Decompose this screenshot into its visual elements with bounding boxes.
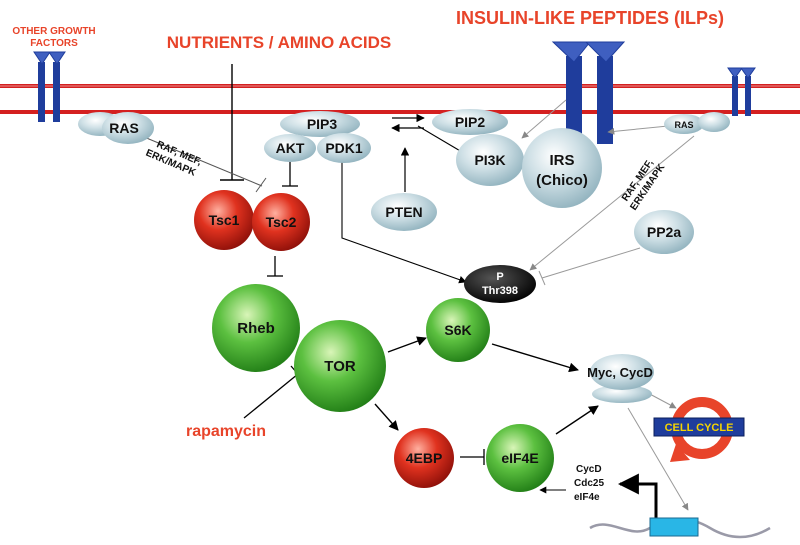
cell-membrane (0, 84, 800, 114)
cell-cycle-box (653, 417, 745, 437)
node-pp2a: PP2a (634, 210, 694, 254)
label-pip3: PIP3 (307, 116, 338, 132)
node-eif4e: eIF4E (486, 424, 554, 492)
label-myc-cycd: Myc, CycD (587, 365, 653, 380)
edge-rapamycin-tor (243, 373, 299, 419)
node-tsc1: Tsc1 (194, 190, 254, 250)
label-other-growth-factors-2: FACTORS (30, 38, 78, 49)
edges (131, 64, 695, 520)
label-pip2: PIP2 (455, 114, 486, 130)
node-akt: AKT (264, 134, 316, 162)
label-s6k: S6K (444, 322, 471, 338)
node-myc-cycd: Myc, CycD (587, 354, 654, 403)
edge-pdk1-thr398 (341, 160, 467, 284)
label-eif4e: eIF4E (501, 450, 538, 466)
label-raf-left: RAF, MEF, ERK/MAPK (144, 139, 203, 179)
edge-pp2a-thr398 (541, 247, 641, 279)
edge-ras-tsc2-bar (255, 177, 267, 193)
label-rheb: Rheb (237, 320, 275, 337)
node-tsc2: Tsc2 (252, 193, 310, 251)
edge-pp2a-thr398-bar (538, 270, 546, 286)
cell-cycle-symbol: CELL CYCLE (653, 397, 745, 462)
label-4ebp: 4EBP (406, 450, 443, 466)
cell-cycle-arrow-icon (670, 444, 690, 462)
dna-gene-box (649, 517, 699, 537)
label-rapamycin: rapamycin (186, 423, 266, 440)
label-pp2a: PP2a (647, 224, 681, 240)
label-pten: PTEN (385, 204, 422, 220)
node-rheb: Rheb (212, 284, 300, 372)
label-ras-right: RAS (674, 120, 693, 130)
dna (589, 517, 771, 539)
label-irs-2: (Chico) (536, 172, 588, 189)
edge-myc-gene (627, 407, 689, 511)
label-target-eif4e: eIF4e (574, 492, 600, 503)
label-thr398: Thr398 (482, 285, 518, 297)
label-akt: AKT (276, 140, 305, 156)
node-pi3k: PI3K (456, 134, 524, 186)
node-irs: IRS (Chico) (522, 128, 602, 208)
label-insulin-like-peptides: INSULIN-LIKE PEPTIDES (ILPs) (456, 8, 724, 28)
label-cell-cycle: CELL CYCLE (665, 422, 734, 434)
label-target-cdc25: Cdc25 (574, 478, 604, 489)
edge-receptor-pi3k (521, 99, 567, 139)
label-other-growth-factors-1: OTHER GROWTH (12, 26, 95, 37)
label-target-cycd: CycD (576, 464, 602, 475)
edge-tor-s6k (387, 336, 427, 353)
label-irs-1: IRS (549, 152, 574, 169)
node-pdk1: PDK1 (317, 133, 371, 163)
label-pi3k: PI3K (474, 152, 505, 168)
edge-ras-tsc2 (131, 131, 263, 187)
receptor-other-growth-factors (33, 51, 66, 122)
edge-s6k-myc (491, 343, 579, 373)
edge-tor-4ebp (374, 403, 399, 431)
node-pip3: PIP3 (280, 111, 360, 137)
node-thr398: P Thr398 (464, 265, 536, 303)
receptor-insulin (551, 41, 626, 144)
label-nutrients: NUTRIENTS / AMINO ACIDS (167, 33, 391, 52)
edge-pi3k-pip (417, 125, 463, 153)
edge-ras-right-thr398 (529, 135, 695, 271)
label-pdk1: PDK1 (325, 140, 363, 156)
node-s6k: S6K (426, 298, 490, 362)
receptor-right (727, 67, 756, 116)
node-tor: TOR (294, 320, 386, 412)
node-pip2: PIP2 (432, 109, 508, 135)
gene-promoter-arrow (617, 473, 658, 520)
label-tsc1: Tsc1 (209, 212, 240, 228)
node-pten: PTEN (371, 193, 437, 231)
node-ras-left: RAS (78, 112, 154, 144)
label-tor: TOR (324, 358, 356, 375)
node-4ebp: 4EBP (394, 428, 454, 488)
label-tsc2: Tsc2 (266, 214, 297, 230)
edge-eif4e-myc (555, 405, 599, 435)
label-ras-left: RAS (109, 120, 139, 136)
node-ras-right: RAS (664, 112, 730, 134)
label-p: P (496, 271, 503, 283)
